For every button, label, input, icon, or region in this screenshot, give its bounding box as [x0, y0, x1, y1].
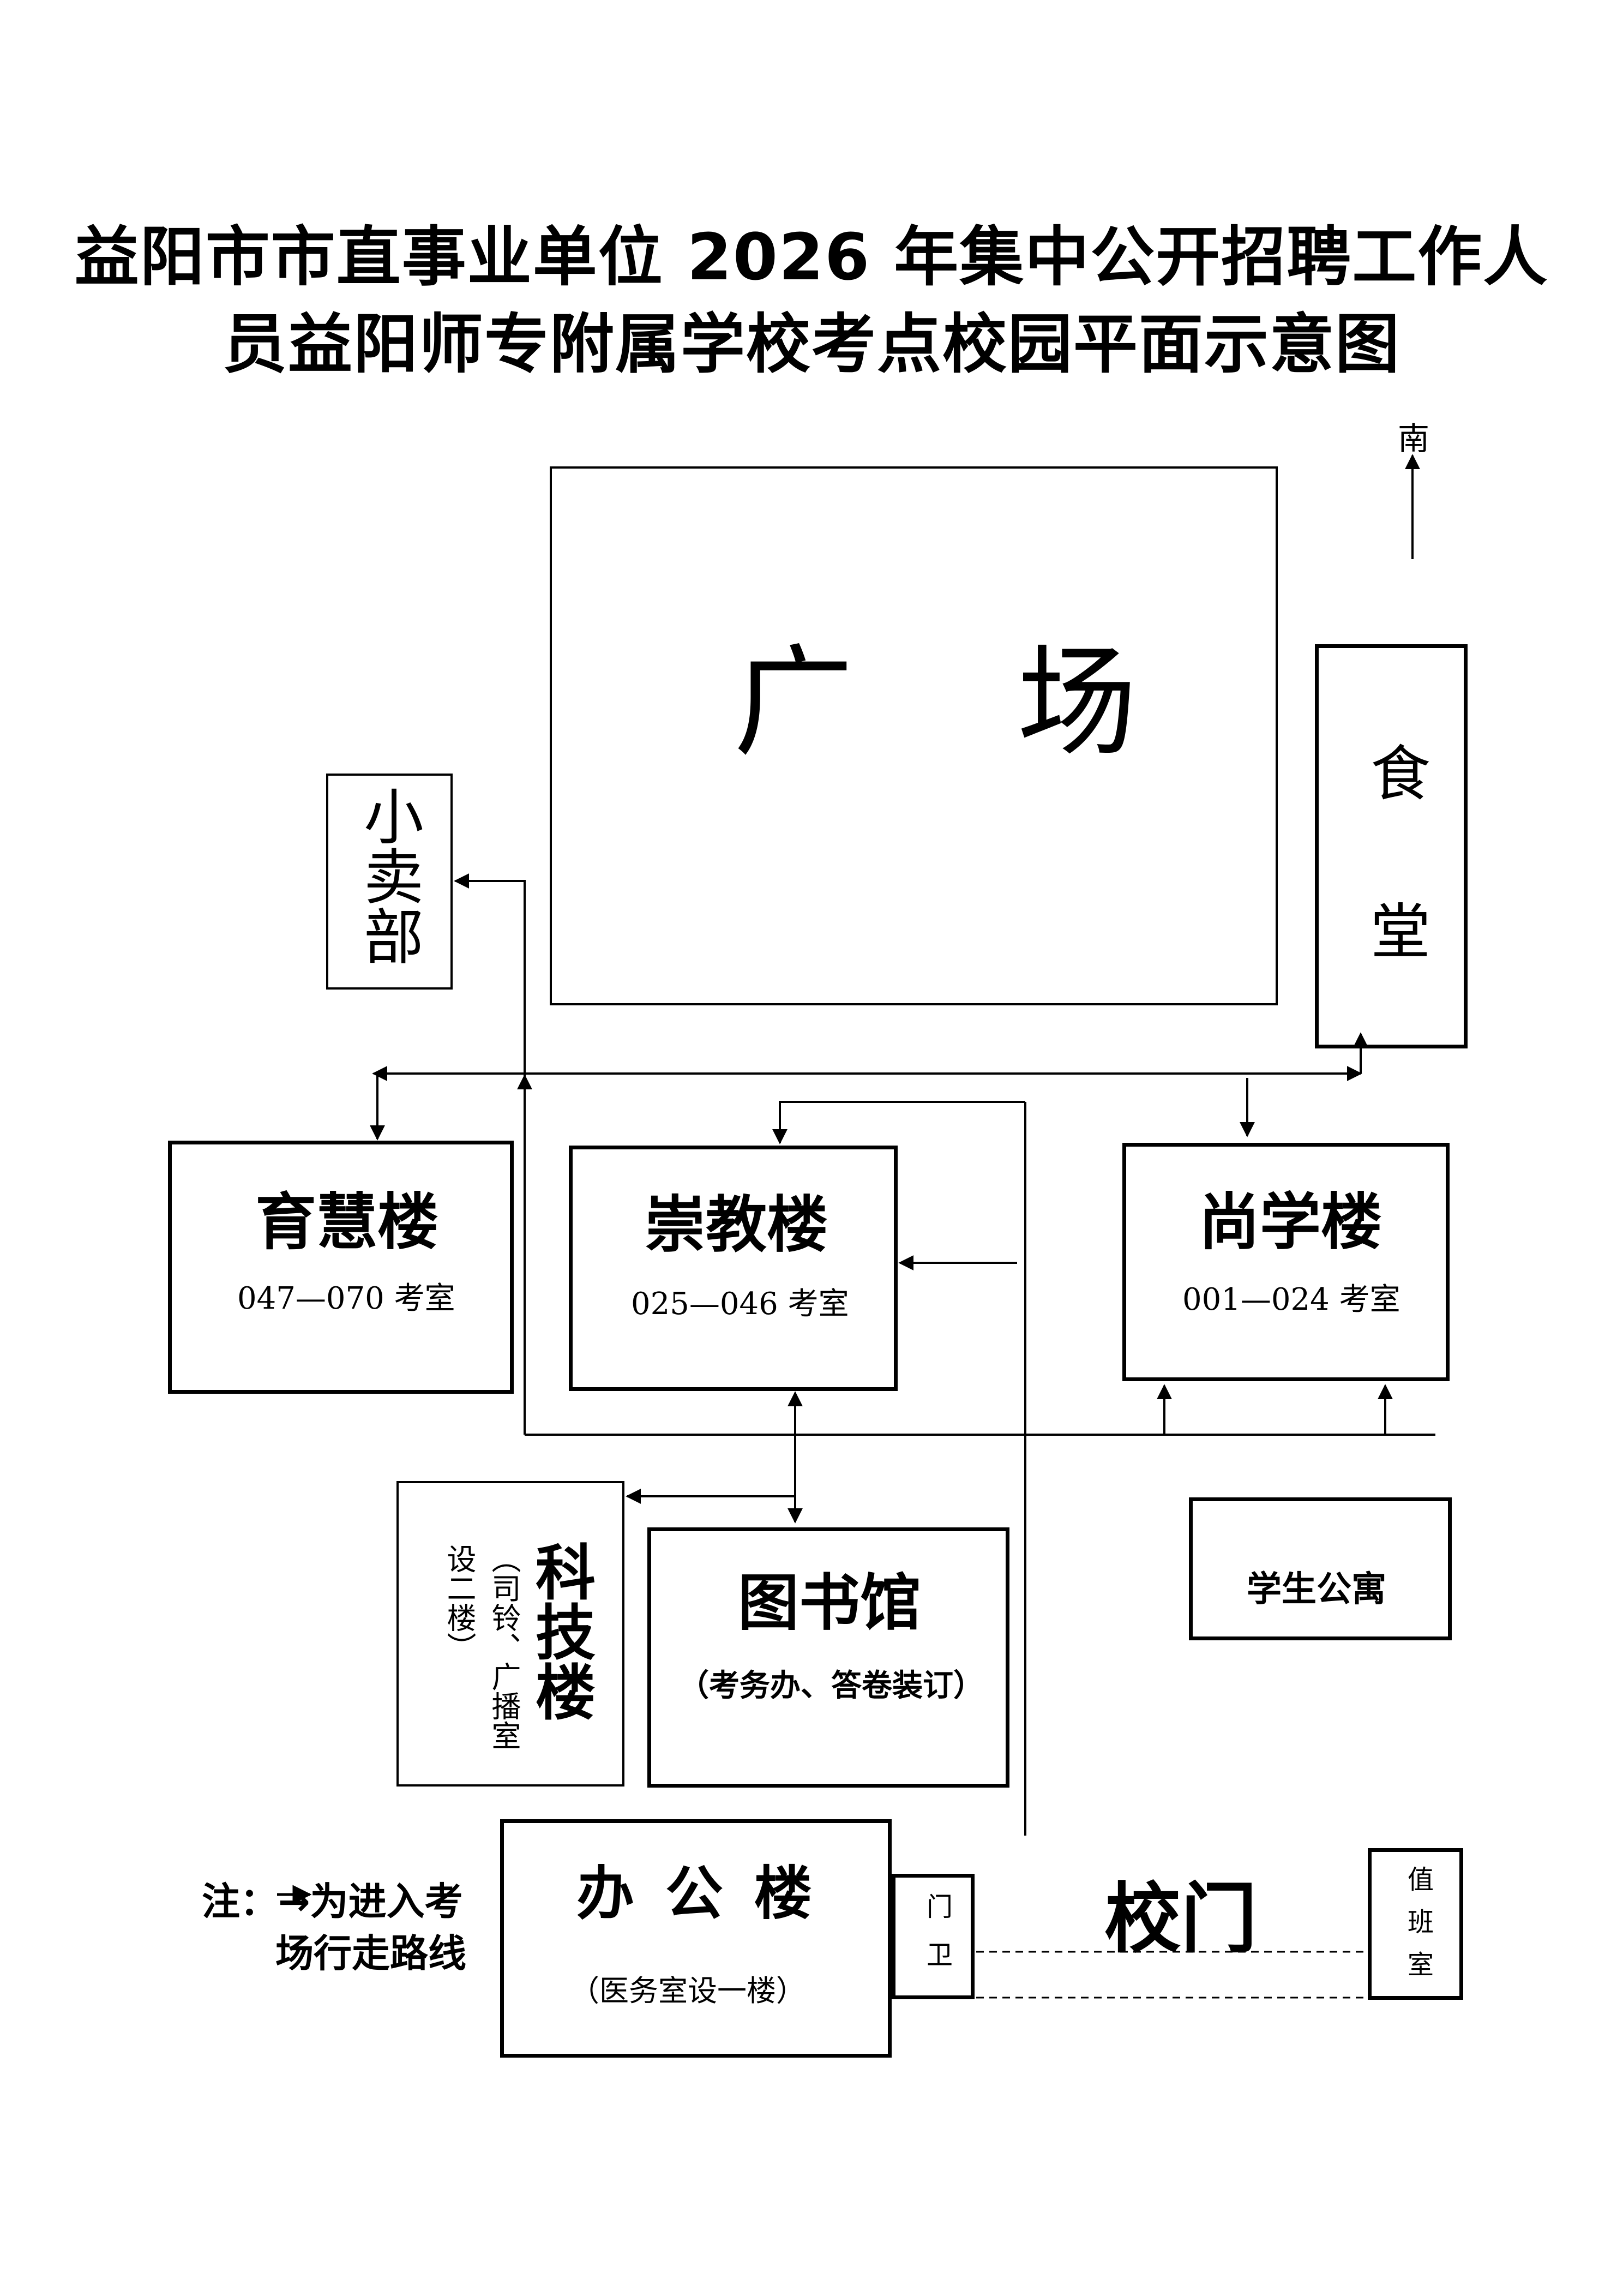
- gate-label: 校门: [1104, 1875, 1258, 1964]
- office-note: （医务室设一楼）: [570, 1974, 806, 2008]
- shop-label: 小卖部: [353, 786, 423, 966]
- chongjiao-rooms: 025—046 考室: [631, 1286, 849, 1322]
- library-name: 图书馆: [738, 1568, 921, 1639]
- guard-house: [892, 1874, 975, 1999]
- library-note: （考务办、答卷装订）: [678, 1668, 984, 1704]
- shop-route: [454, 873, 526, 1076]
- dorm-label: 学生公寓: [1247, 1569, 1386, 1610]
- legend-line2: 场行走路线: [275, 1931, 466, 1976]
- shangxue-name: 尚学楼: [1199, 1187, 1382, 1258]
- keji-name: 科技楼: [525, 1541, 595, 1721]
- shop-box: [326, 774, 453, 990]
- guard-label: 门卫: [922, 1893, 952, 1989]
- chongjiao-name: 崇教楼: [645, 1190, 828, 1261]
- yuhui-rooms: 047—070 考室: [237, 1281, 455, 1316]
- canteen-label: 食堂: [1360, 742, 1430, 1058]
- compass-label: 南: [1398, 420, 1430, 457]
- yuhui-name: 育慧楼: [255, 1187, 438, 1258]
- shangxue-building: [1122, 1143, 1450, 1381]
- page-title-line1: 益阳市市直事业单位 2026 年集中公开招聘工作人: [74, 219, 1549, 295]
- chongjiao-building: [569, 1146, 898, 1391]
- duty-label: 值班室: [1403, 1866, 1433, 1993]
- canteen-box: [1315, 644, 1468, 1048]
- library-building: [647, 1527, 1009, 1788]
- keji-building: [396, 1481, 624, 1787]
- yuhui-building: [168, 1141, 514, 1394]
- page-title-line2: 员益阳师专附属学校考点校园平面示意图: [222, 307, 1400, 382]
- shangxue-rooms: 001—024 考室: [1182, 1282, 1400, 1317]
- duty-room: [1368, 1848, 1463, 2000]
- keji-note: （司铃、广播室设二楼）: [442, 1544, 521, 1750]
- office-building: [500, 1819, 892, 2058]
- legend-line1: 注：→为进入考: [202, 1879, 463, 1924]
- office-name: 办 公 楼: [576, 1860, 817, 1927]
- plaza-box: [550, 466, 1278, 1005]
- chongjiao-top-route: [772, 1101, 1025, 1144]
- plaza-label: 广 场: [734, 633, 1159, 772]
- dorm-building: [1189, 1497, 1452, 1640]
